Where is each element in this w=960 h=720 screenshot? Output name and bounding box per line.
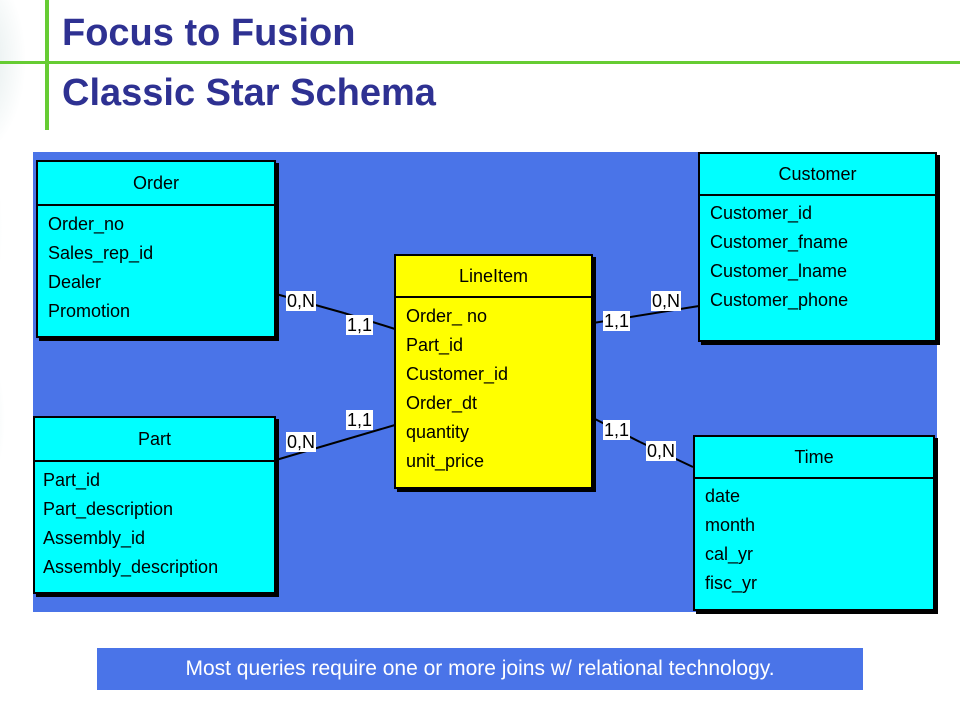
attribute: Order_ no — [406, 306, 488, 326]
attribute: date — [705, 486, 741, 506]
attribute: Customer_fname — [710, 232, 849, 252]
cardinality-lineitem-part-side: 1,1 — [346, 410, 374, 430]
cardinality-time-side: 0,N — [646, 441, 677, 461]
entity-time-attributes: date month cal_yr fisc_yr — [695, 479, 933, 598]
attribute: Assembly_description — [43, 557, 219, 577]
entity-customer: Customer Customer_id Customer_fname Cust… — [698, 152, 937, 342]
attribute: quantity — [406, 422, 470, 442]
accent-horizontal-line — [0, 61, 960, 64]
entity-part-header: Part — [35, 418, 274, 462]
entity-lineitem: LineItem Order_ no Part_id Customer_id O… — [394, 254, 593, 489]
attribute: Part_id — [406, 335, 464, 355]
cardinality-order-side: 0,N — [286, 291, 317, 311]
cardinality-lineitem-customer-side: 1,1 — [603, 311, 631, 331]
attribute: Assembly_id — [43, 528, 146, 548]
attribute: Order_dt — [406, 393, 478, 413]
cardinality-lineitem-time-side: 1,1 — [603, 420, 631, 440]
cardinality-customer-side: 0,N — [651, 291, 682, 311]
attribute: Part_id — [43, 470, 101, 490]
slide-subtitle: Classic Star Schema — [62, 72, 436, 114]
entity-part: Part Part_id Part_description Assembly_i… — [33, 416, 276, 594]
attribute: Sales_rep_id — [48, 243, 154, 263]
attribute: Dealer — [48, 272, 102, 292]
attribute: month — [705, 515, 756, 535]
entity-lineitem-header: LineItem — [396, 256, 591, 298]
attribute: Customer_phone — [710, 290, 849, 310]
entity-time-header: Time — [695, 437, 933, 479]
attribute: Customer_id — [406, 364, 509, 384]
slide-title: Focus to Fusion — [62, 12, 356, 54]
attribute: Customer_id — [710, 203, 813, 223]
footer-note: Most queries require one or more joins w… — [97, 648, 863, 690]
accent-vertical-line — [45, 0, 49, 130]
attribute: unit_price — [406, 451, 485, 471]
entity-customer-attributes: Customer_id Customer_fname Customer_lnam… — [700, 196, 935, 315]
entity-order-header: Order — [38, 162, 274, 206]
cardinality-lineitem-order-side: 1,1 — [346, 315, 374, 335]
entity-lineitem-attributes: Order_ no Part_id Customer_id Order_dt q… — [396, 298, 591, 476]
attribute: Customer_lname — [710, 261, 848, 281]
entity-order: Order Order_no Sales_rep_id Dealer Promo… — [36, 160, 276, 338]
attribute: Order_no — [48, 214, 125, 234]
cardinality-part-side: 0,N — [286, 432, 317, 452]
attribute: cal_yr — [705, 544, 754, 564]
entity-order-attributes: Order_no Sales_rep_id Dealer Promotion — [38, 206, 274, 326]
attribute: fisc_yr — [705, 573, 758, 593]
entity-customer-header: Customer — [700, 154, 935, 196]
entity-time: Time date month cal_yr fisc_yr — [693, 435, 935, 611]
entity-part-attributes: Part_id Part_description Assembly_id Ass… — [35, 462, 274, 582]
attribute: Promotion — [48, 301, 131, 321]
attribute: Part_description — [43, 499, 174, 519]
